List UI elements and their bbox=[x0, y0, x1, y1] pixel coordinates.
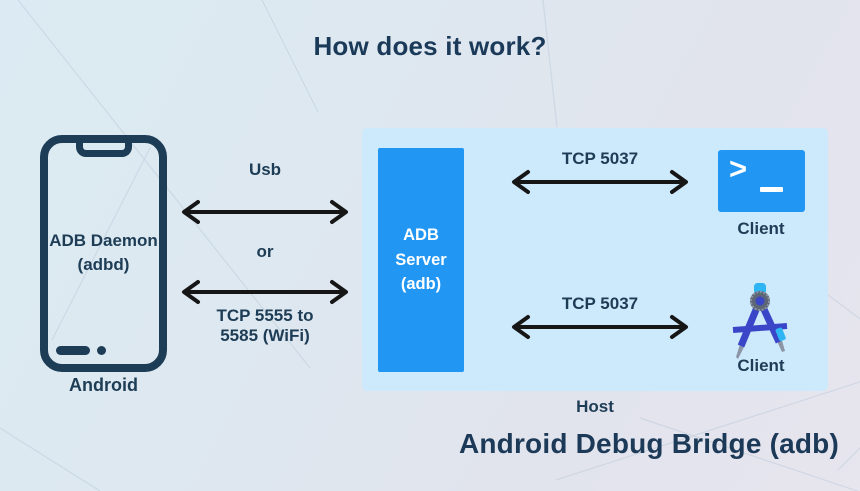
adb-server-line1: ADB bbox=[403, 225, 439, 244]
wifi-link-label: TCP 5555 to 5585 (WiFi) bbox=[172, 306, 358, 346]
adb-server-line2: Server bbox=[395, 250, 447, 269]
or-label: or bbox=[256, 242, 274, 261]
android-phone: ADB Daemon (adbd) bbox=[40, 135, 167, 372]
client-terminal-label: Client bbox=[737, 219, 785, 238]
phone-notch-icon bbox=[75, 143, 132, 157]
phone-camera-icon bbox=[97, 346, 106, 355]
page-title: How does it work? bbox=[313, 31, 547, 61]
host-caption: Host bbox=[576, 397, 614, 416]
adb-daemon-label: ADB Daemon (adbd) bbox=[48, 229, 159, 277]
terminal-icon: > bbox=[718, 150, 805, 212]
terminal-cursor-icon bbox=[760, 187, 783, 192]
android-studio-compass-icon bbox=[732, 283, 788, 359]
tcp-bottom-double-arrow-icon bbox=[512, 315, 688, 339]
adb-daemon-line2: (adbd) bbox=[77, 254, 130, 274]
adb-daemon-line1: ADB Daemon bbox=[49, 231, 158, 250]
wifi-link-line2: 5585 (WiFi) bbox=[220, 326, 310, 346]
wifi-link-line1: TCP 5555 to bbox=[216, 306, 314, 325]
tcp-5037-bottom-label: TCP 5037 bbox=[561, 294, 639, 313]
tcp-top-double-arrow-icon bbox=[512, 170, 688, 194]
phone-speaker-icon bbox=[56, 346, 90, 355]
adb-server-line3: (adb) bbox=[400, 275, 442, 294]
adb-server-box: ADB Server (adb) bbox=[378, 148, 464, 372]
wifi-double-arrow-icon bbox=[182, 280, 348, 304]
terminal-prompt-glyph: > bbox=[729, 151, 748, 186]
client-studio-label: Client bbox=[737, 356, 785, 375]
usb-double-arrow-icon bbox=[182, 200, 348, 224]
tcp-5037-top-label: TCP 5037 bbox=[561, 149, 639, 168]
android-caption: Android bbox=[69, 375, 138, 395]
diagram-subtitle: Android Debug Bridge (adb) bbox=[458, 428, 839, 459]
usb-link-label: Usb bbox=[248, 160, 282, 179]
